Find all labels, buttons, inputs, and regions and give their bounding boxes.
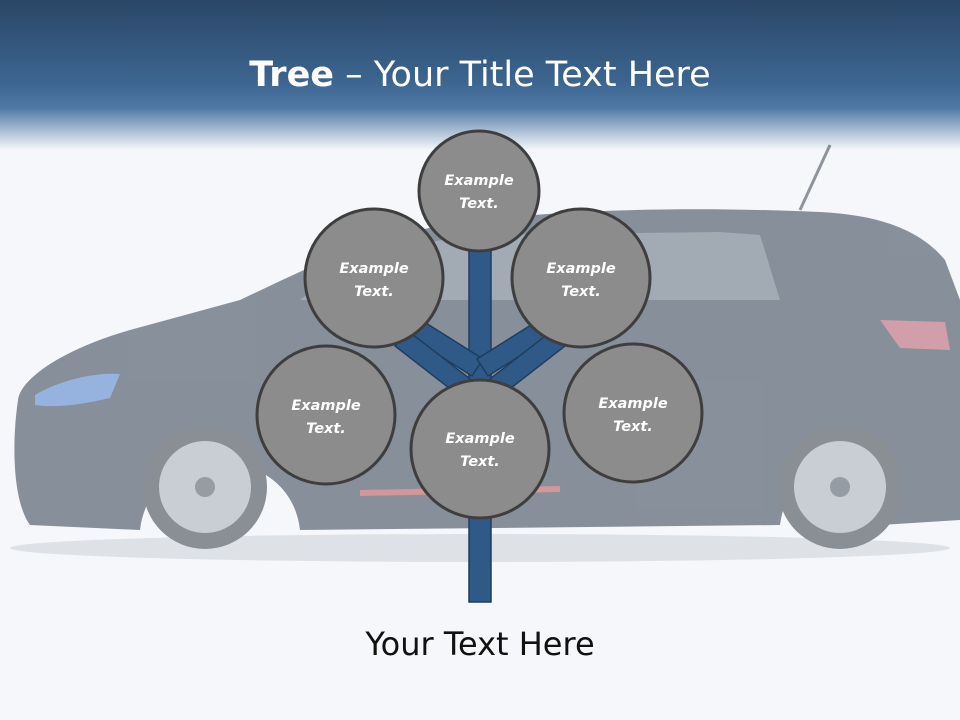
node-upper-right-line2: Text. [561, 284, 601, 300]
node-lower-right-line2: Text. [613, 419, 653, 435]
node-upper-left: Example Text. [303, 207, 445, 349]
node-top-line2: Text. [459, 196, 499, 212]
title-dash: – [334, 55, 374, 95]
node-center-line1: Example [445, 431, 515, 447]
footer-text: Your Text Here [365, 625, 595, 663]
node-upper-left-line2: Text. [354, 284, 394, 300]
node-center: Example Text. [409, 378, 551, 520]
node-center-line2: Text. [460, 454, 500, 470]
node-upper-left-line1: Example [339, 261, 409, 277]
node-top: Example Text. [417, 129, 541, 253]
node-lower-left-line1: Example [291, 398, 361, 414]
title-bold: Tree [249, 55, 335, 95]
slide-title: Tree – Your Title Text Here [0, 50, 960, 100]
node-top-line1: Example [444, 173, 514, 189]
title-banner [0, 0, 960, 150]
node-lower-right: Example Text. [562, 342, 704, 484]
node-upper-right-line1: Example [546, 261, 616, 277]
node-lower-left: Example Text. [255, 344, 397, 486]
title-rest: Your Title Text Here [373, 55, 711, 95]
node-lower-left-line2: Text. [306, 421, 346, 437]
node-upper-right: Example Text. [510, 207, 652, 349]
node-lower-right-line1: Example [598, 396, 668, 412]
